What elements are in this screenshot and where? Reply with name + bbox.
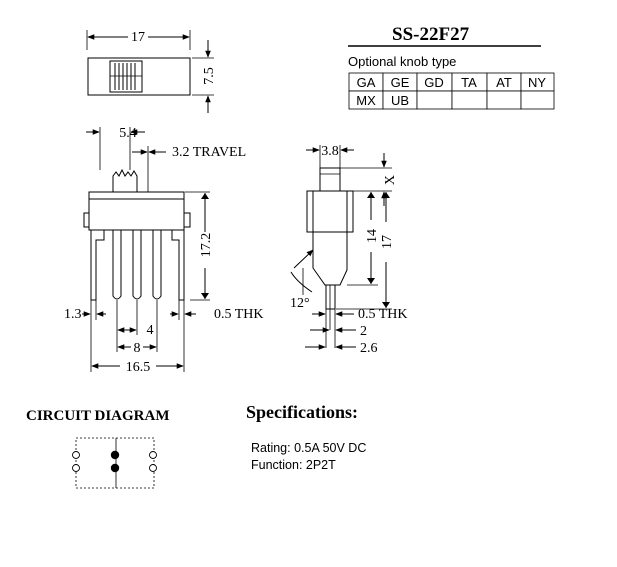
front-thickness-label: 0.5 THK (214, 307, 264, 322)
front-view: 5.4 3.2 TRAVEL 17.2 (64, 126, 264, 375)
overall-label: 16.5 (126, 360, 151, 375)
terminal-open (149, 451, 157, 459)
side-view: 3.8 X 14 17 1 (290, 144, 408, 356)
angle-label: 12° (290, 296, 310, 311)
terminal-closed (110, 463, 120, 473)
top-width-label: 17 (131, 30, 145, 45)
terminal-open (72, 451, 80, 459)
front-height-label: 17.2 (199, 233, 214, 258)
top-view: 17 7.5 (86, 30, 217, 113)
specifications-heading: Specifications: (246, 402, 358, 422)
rating-text: Rating: 0.5A 50V DC (251, 441, 366, 455)
side-knob-label: 3.8 (321, 144, 339, 159)
span-label: 8 (134, 341, 141, 356)
side-total-label: 17 (380, 235, 395, 249)
knob-cell: TA (461, 75, 477, 90)
knob-type-table: GA GE GD TA AT NY MX UB (348, 72, 555, 110)
x-label: X (383, 175, 398, 185)
pin-2-label: 2 (360, 324, 367, 339)
knob-cell: MX (356, 93, 376, 108)
function-text: Function: 2P2T (251, 458, 336, 472)
terminal-open (149, 464, 157, 472)
side-thickness-label: 0.5 THK (358, 307, 408, 322)
knob-cell: GA (357, 75, 376, 90)
circuit-diagram (72, 437, 157, 489)
knob-cell: GD (424, 75, 444, 90)
side-body-label: 14 (365, 229, 380, 243)
travel-label: 3.2 TRAVEL (172, 145, 246, 160)
part-number-title: SS-22F27 (392, 24, 470, 45)
pin-26-label: 2.6 (360, 341, 378, 356)
pitch-label: 4 (147, 323, 154, 338)
top-height-label: 7.5 (202, 67, 217, 85)
knob-cell: AT (496, 75, 512, 90)
knob-table-heading: Optional knob type (348, 54, 456, 69)
knob-cell: UB (391, 93, 409, 108)
terminal-closed (110, 450, 120, 460)
knob-width-label: 5.4 (119, 126, 137, 141)
terminal-open (72, 464, 80, 472)
knob-cell: GE (391, 75, 410, 90)
circuit-diagram-heading: CIRCUIT DIAGRAM (26, 408, 169, 424)
knob-cell: NY (528, 75, 546, 90)
pin-offset-label: 1.3 (64, 307, 82, 322)
